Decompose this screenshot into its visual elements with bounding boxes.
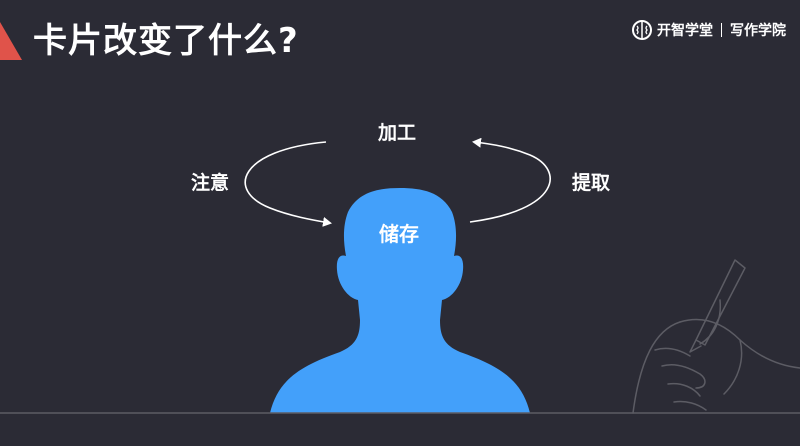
- head-silhouette: [270, 188, 530, 413]
- title-marker-triangle: [0, 22, 22, 60]
- brand-college: 写作学院: [730, 23, 786, 39]
- label-attention: 注意: [191, 172, 230, 194]
- brand-divider: [721, 23, 722, 37]
- label-retrieve: 提取: [572, 172, 611, 194]
- hand-with-pen-icon: [632, 259, 800, 414]
- label-storage: 储存: [379, 222, 419, 246]
- brand-name: 开智学堂: [657, 23, 713, 39]
- slide-title: 卡片改变了什么?: [33, 21, 299, 61]
- brand: 开智学堂 写作学院: [632, 18, 786, 42]
- brain-icon: [632, 20, 652, 40]
- left-cycle-arrow: [244, 141, 332, 227]
- right-cycle-arrow: [469, 137, 551, 223]
- label-process: 加工: [378, 122, 417, 144]
